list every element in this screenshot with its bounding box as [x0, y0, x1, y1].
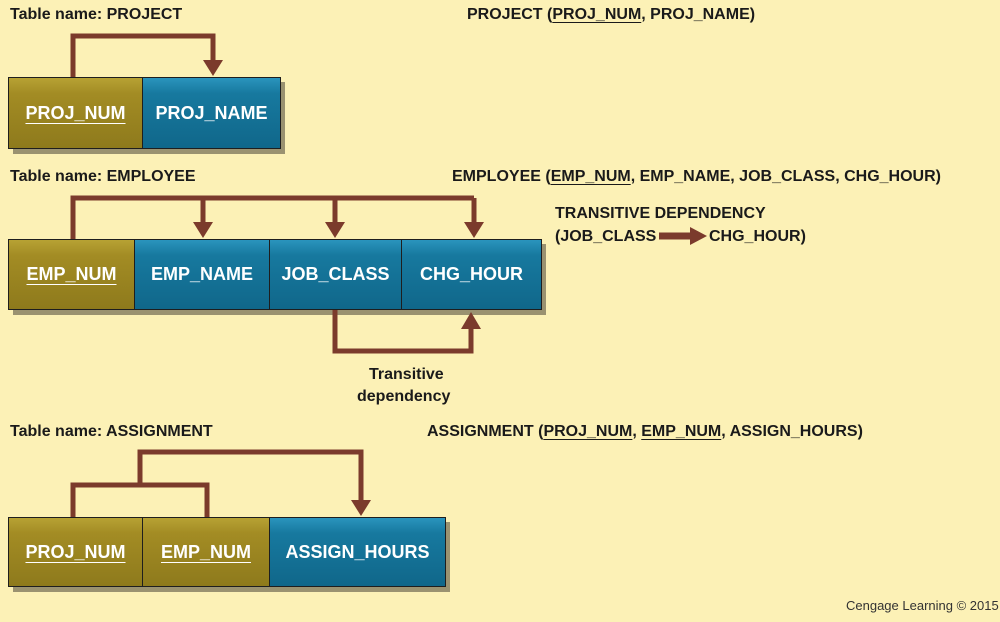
transitive-note-line1: Transitive — [369, 366, 444, 383]
transitive-arrowhead — [461, 312, 481, 329]
assignment-schema: ASSIGNMENT (PROJ_NUM, EMP_NUM, ASSIGN_HO… — [427, 423, 863, 440]
transitive-dependency-title: TRANSITIVE DEPENDENCY — [555, 205, 766, 222]
employee-schema-attr-emp-name: EMP_NAME — [639, 168, 731, 185]
assignment-schema-key-emp-num: EMP_NUM — [641, 423, 722, 440]
assignment-schema-name: ASSIGNMENT — [427, 423, 534, 440]
employee-cell-chg-hour: CHG_HOUR — [401, 239, 542, 310]
project-cell-proj-num: PROJ_NUM — [8, 77, 143, 149]
project-schema-name: PROJECT — [467, 6, 543, 23]
transitive-note-line2: dependency — [357, 388, 451, 405]
transitive-dependency-from: (JOB_CLASS — [555, 228, 657, 245]
legend-arrowhead — [690, 227, 707, 245]
assignment-table-label: Table name: ASSIGNMENT — [10, 423, 213, 440]
employee-cell-emp-name: EMP_NAME — [134, 239, 270, 310]
employee-cell-job-class: JOB_CLASS — [269, 239, 402, 310]
employee-arrowhead-job-class — [325, 222, 345, 238]
project-schema-attr-proj-name: PROJ_NAME — [650, 6, 750, 23]
project-table-label: Table name: PROJECT — [10, 6, 183, 23]
transitive-dependency-to: CHG_HOUR) — [709, 228, 806, 245]
assignment-arrowhead — [351, 500, 371, 516]
employee-schema-name: EMPLOYEE — [452, 168, 541, 185]
project-arrowhead — [203, 60, 223, 76]
credit-text: Cengage Learning © 2015 — [846, 598, 999, 613]
employee-arrowhead-emp-name — [193, 222, 213, 238]
assignment-schema-key-proj-num: PROJ_NUM — [543, 423, 633, 440]
assignment-dependency-line — [137, 449, 364, 502]
assignment-cell-assign-hours: ASSIGN_HOURS — [269, 517, 446, 587]
employee-schema-attr-chg-hour: CHG_HOUR — [844, 168, 936, 185]
assignment-key-bracket — [70, 482, 210, 517]
project-schema-key-proj-num: PROJ_NUM — [552, 6, 642, 23]
employee-dependency-line — [70, 195, 474, 239]
assignment-cell-proj-num: PROJ_NUM — [8, 517, 143, 587]
employee-arrowhead-chg-hour — [464, 222, 484, 238]
assignment-cell-emp-num: EMP_NUM — [142, 517, 270, 587]
transitive-dependency-line — [332, 310, 474, 354]
employee-table-label: Table name: EMPLOYEE — [10, 168, 196, 185]
employee-schema: EMPLOYEE (EMP_NUM, EMP_NAME, JOB_CLASS, … — [452, 168, 941, 185]
employee-cell-emp-num: EMP_NUM — [8, 239, 135, 310]
project-schema: PROJECT (PROJ_NUM, PROJ_NAME) — [467, 6, 756, 23]
project-dependency-line — [70, 33, 216, 77]
project-cell-proj-name: PROJ_NAME — [142, 77, 281, 149]
employee-schema-key-emp-num: EMP_NUM — [550, 168, 631, 185]
assignment-schema-attr-assign-hours: ASSIGN_HOURS — [729, 423, 858, 440]
employee-schema-attr-job-class: JOB_CLASS — [739, 168, 836, 185]
